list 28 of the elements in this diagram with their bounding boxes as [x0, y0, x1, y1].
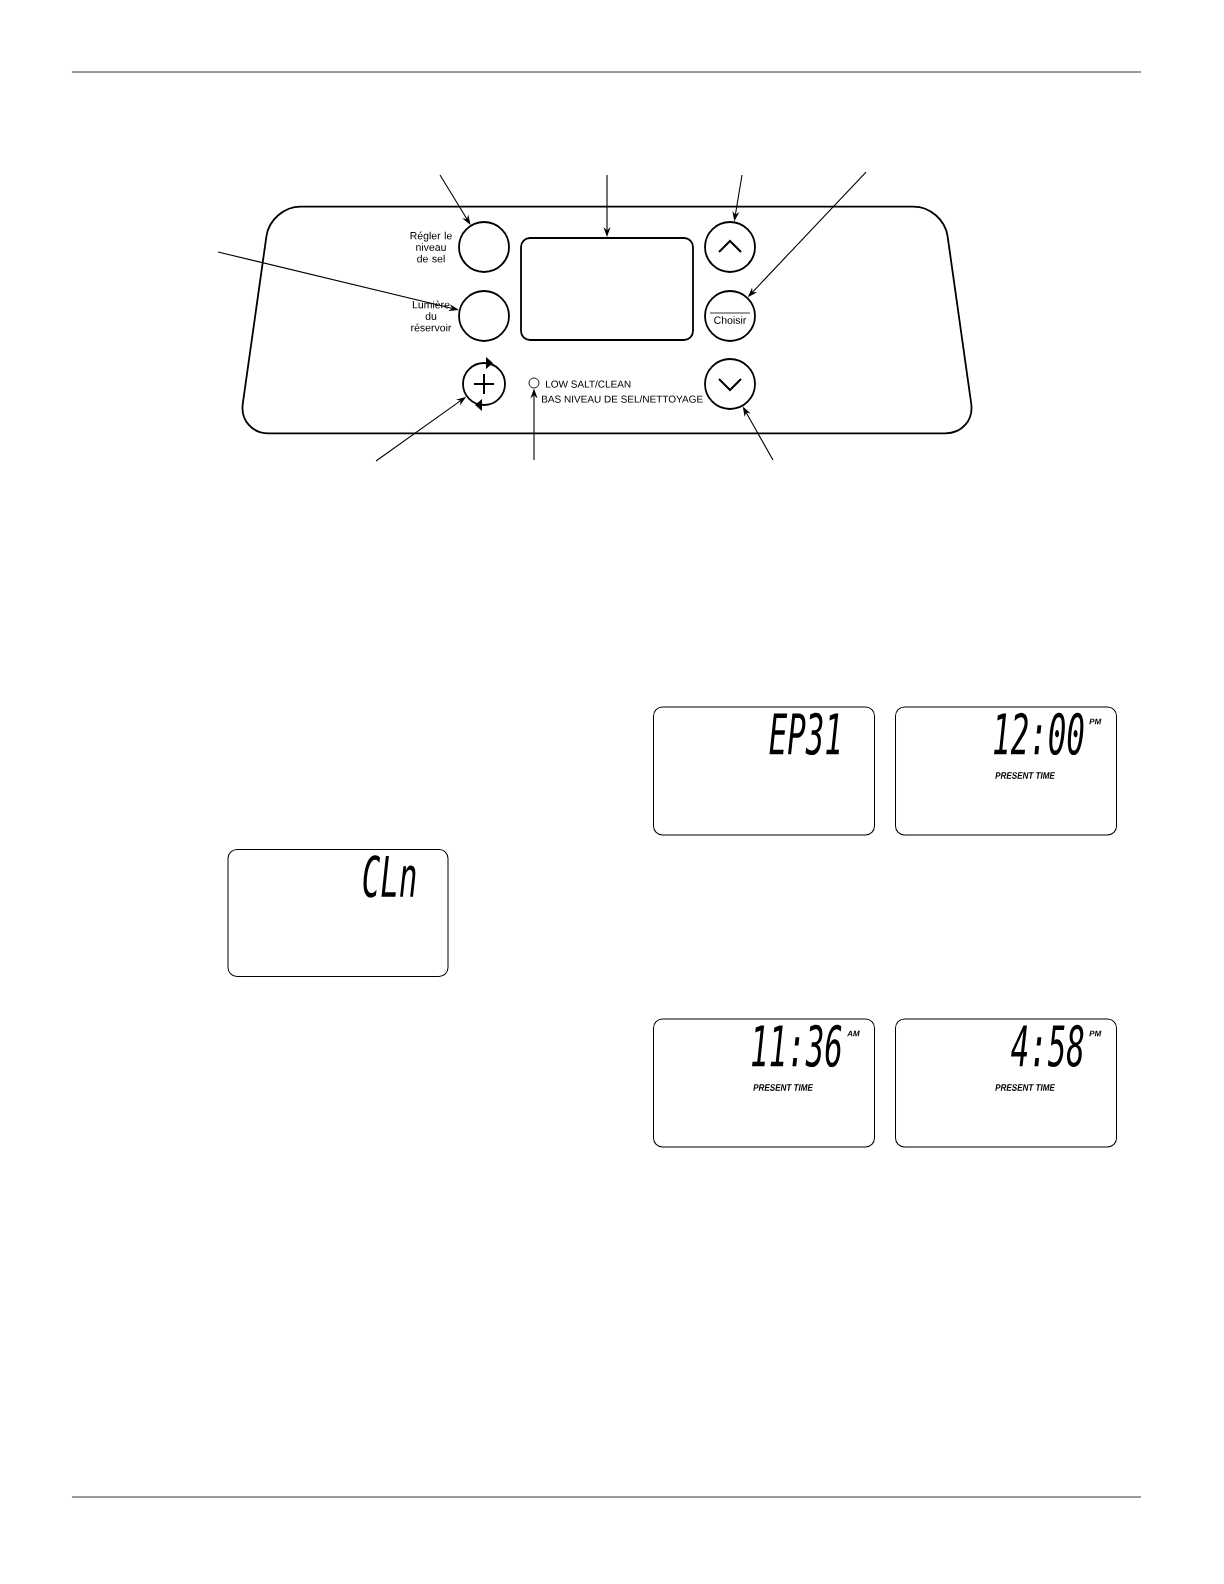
up-button	[704, 221, 756, 273]
screen-caption: PRESENT TIME	[995, 772, 1056, 779]
segment-digits: 11:36	[752, 1024, 842, 1068]
lcd-screen	[895, 706, 1117, 836]
indicator-label: LOW SALT/CLEAN	[546, 380, 631, 388]
indicator-light	[528, 377, 540, 389]
lcd-screen	[895, 1018, 1117, 1148]
lcd-screen	[227, 849, 449, 977]
segment-digits: EP31	[769, 712, 840, 756]
segment-digits: CLn	[363, 855, 416, 898]
screen-caption: PRESENT TIME	[753, 1084, 814, 1091]
display-screen	[520, 237, 694, 341]
node-label: Régler le niveau de sel	[410, 231, 452, 263]
screen-caption: PRESENT TIME	[995, 1084, 1056, 1091]
regenerate-button	[462, 357, 506, 411]
round-button: Régler le niveau de sel	[410, 221, 510, 273]
time-suffix: PM	[1089, 1030, 1102, 1037]
leader-arrow	[439, 174, 471, 225]
time-suffix: PM	[1089, 718, 1102, 725]
down-button	[704, 358, 756, 410]
segment-digits: 4:58	[1011, 1024, 1084, 1068]
indicator-label: BAS NIVEAU DE SEL/NETTOYAGE	[542, 395, 703, 403]
time-suffix: AM	[847, 1030, 860, 1037]
lcd-screen	[653, 1018, 875, 1148]
lcd-screen	[653, 706, 875, 836]
choose-button: Choisir	[704, 290, 756, 342]
control-panel	[241, 205, 973, 435]
segment-digits: 12:00	[994, 712, 1084, 756]
